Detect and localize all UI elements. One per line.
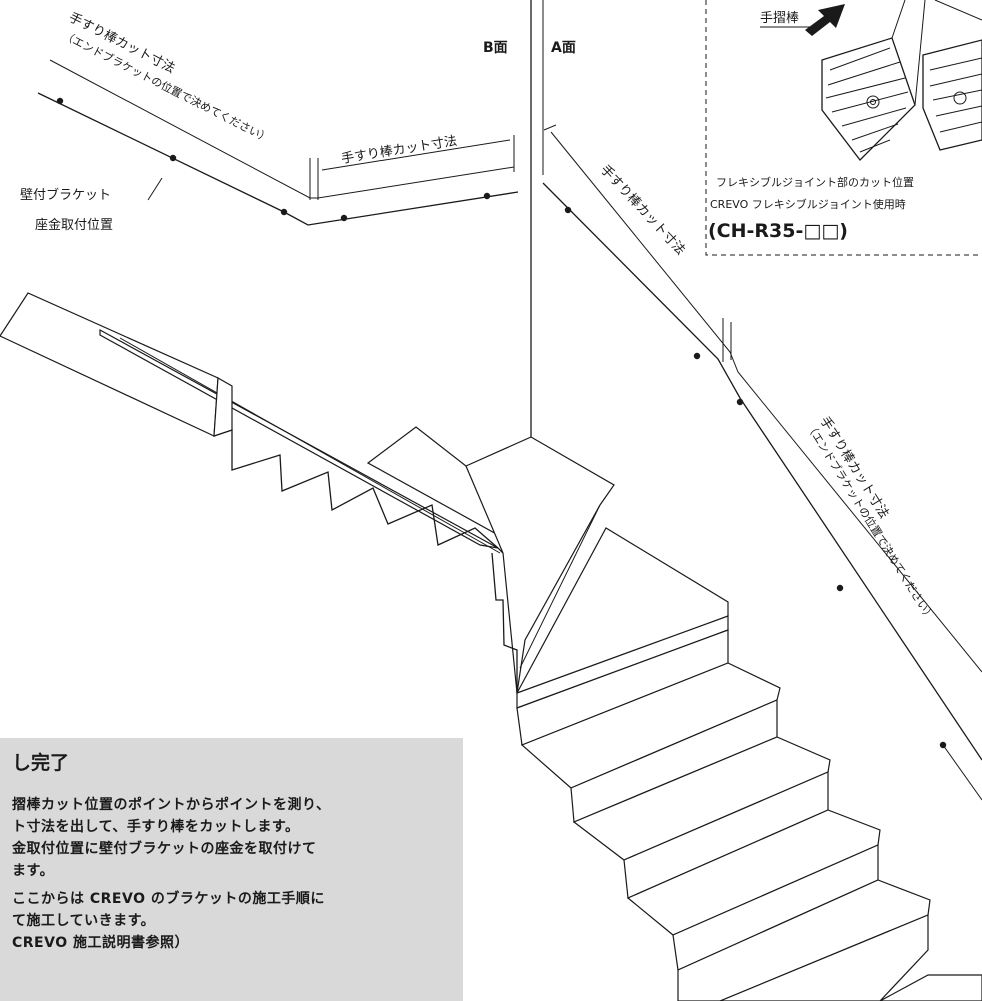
screw-icon: [866, 95, 880, 109]
winder-landing: [366, 426, 729, 696]
joint-illustration: [805, 0, 982, 161]
handrail-b-face: [37, 59, 519, 226]
upper-flight: [0, 292, 504, 554]
wall-bracket-label: 壁付ブラケット: [20, 187, 111, 203]
inset-caption-2: CREVO フレキシブルジョイント使用時: [710, 197, 906, 211]
face-b-label: B面: [483, 40, 508, 56]
cut-dim-top-left-note: （エンドブラケットの位置で決めてください）: [61, 28, 273, 145]
handrail-a-face: [542, 124, 982, 801]
note-line: ここからは CREVO のブラケットの施工手順に: [12, 891, 325, 907]
note-line: 摺棒カット位置のポイントからポイントを測り、: [12, 797, 331, 813]
face-a-label: A面: [551, 40, 576, 56]
note-line: ト寸法を出して、手すり棒をカットします。: [12, 819, 300, 835]
cut-dim-top-mid-label: 手すり棒カット寸法: [340, 134, 458, 167]
inset-frame: [705, 0, 982, 256]
note-line: 金取付位置に壁付ブラケットの座金を取付けて: [12, 841, 317, 857]
note-line: ます。: [12, 863, 55, 879]
lower-flight: [516, 615, 982, 1001]
inset-caption-1: フレキシブルジョイント部のカット位置: [716, 175, 914, 189]
note-line: CREVO 施工説明書参照）: [12, 935, 189, 951]
wall-bracket-position-label: 座金取付位置: [35, 217, 113, 233]
inset-model-number: (CH-R35-□□): [708, 220, 848, 242]
pointer-arrow-icon: [805, 4, 845, 36]
note-title: し完了: [12, 752, 70, 774]
handrail-label: 手摺棒: [760, 11, 799, 26]
note-panel: し完了 摺棒カット位置のポイントからポイントを測り、 ト寸法を出して、手すり棒を…: [0, 738, 463, 1001]
note-line: て施工していきます。: [12, 913, 156, 929]
